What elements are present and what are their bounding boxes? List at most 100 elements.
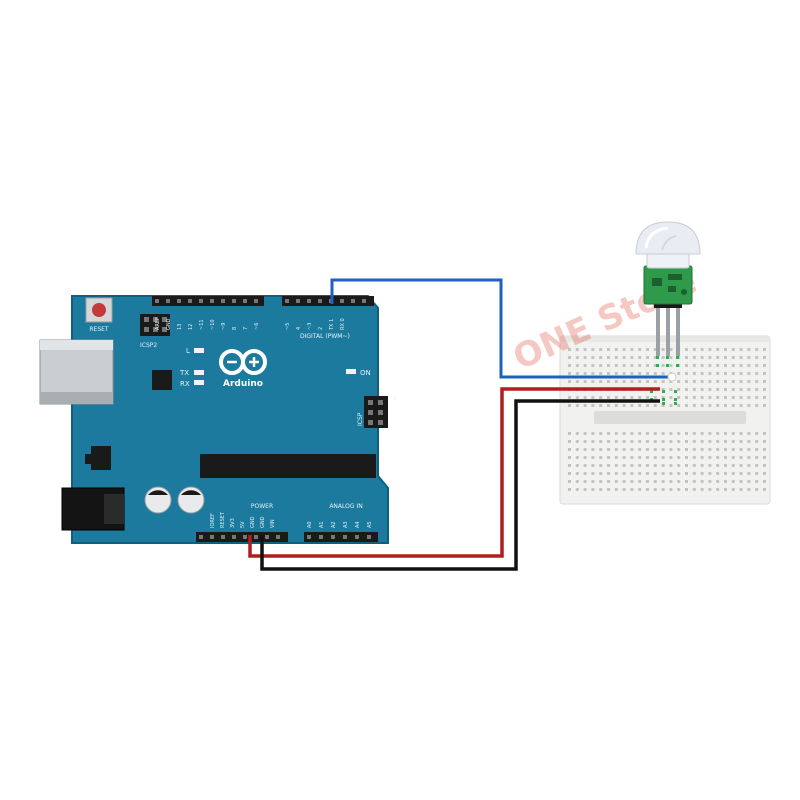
breadboard-hole [646,396,649,399]
led-l-label: L [186,347,190,355]
breadboard-hole [724,388,727,391]
breadboard-hole [630,404,634,407]
breadboard-hole [685,372,688,375]
breadboard-hole [739,488,743,491]
breadboard-hole [646,448,649,451]
breadboard-hole [591,464,595,467]
breadboard-hole [622,404,626,407]
on-label: ON [360,369,371,377]
breadboard-hole [661,472,665,475]
breadboard-hole [638,440,642,443]
breadboard-hole [669,464,673,467]
breadboard-hole [669,356,673,359]
header-pin [188,299,192,303]
sensor-pin-out [666,304,670,356]
breadboard-hole [763,456,766,459]
breadboard-hole [739,440,743,443]
usb-port-icon [39,339,114,405]
breadboard-hole [583,464,587,467]
breadboard-hole [599,372,603,375]
analog-label: ANALOG IN [329,503,362,510]
breadboard-hole [724,480,727,483]
breadboard-hole [583,356,587,359]
breadboard-hole [591,440,595,443]
header-pin [243,535,247,539]
breadboard-hole [614,472,618,475]
led-rx-label: RX [180,380,190,388]
breadboard-hole [661,488,665,491]
breadboard-hole [731,364,735,367]
breadboard-hole [568,464,571,467]
breadboard-hole [724,448,727,451]
breadboard-hole [731,388,735,391]
breadboard-hole [568,448,571,451]
breadboard-hole [591,396,595,399]
breadboard-hole [575,380,579,383]
breadboard-hole [575,432,579,435]
breadboard-hole [638,448,642,451]
header-pin [319,535,323,539]
breadboard-hole [646,380,649,383]
breadboard-hole [575,440,579,443]
breadboard-hole [653,464,657,467]
microcontroller-chip [200,454,376,478]
breadboard-hole [708,440,712,443]
breadboard-hole [599,456,603,459]
breadboard-hole [755,472,759,475]
breadboard-hole [614,356,618,359]
breadboard-hole [653,372,657,375]
power-pin-label: 3V3 [230,518,236,528]
breadboard-hole [607,456,610,459]
breadboard-hole [669,432,673,435]
breadboard-hole [716,348,720,351]
breadboard-hole [591,348,595,351]
digital-pin-label: ~6 [254,323,260,330]
breadboard-hole [731,448,735,451]
breadboard-hole [614,404,618,407]
breadboard-hole [700,388,704,391]
breadboard-hole [614,464,618,467]
breadboard-hole [583,404,587,407]
breadboard-hole [755,456,759,459]
breadboard-hole [692,348,696,351]
breadboard-hole [747,380,751,383]
breadboard-hole [747,372,751,375]
icsp-header [364,396,388,428]
breadboard-hole [646,348,649,351]
breadboard-hole [599,432,603,435]
digital-pin-label: GND [166,318,172,330]
breadboard-hole [724,432,727,435]
breadboard-hole [692,372,696,375]
breadboard-holes [568,348,766,491]
breadboard-hole [731,356,735,359]
breadboard-hole [622,372,626,375]
breadboard-hole [755,364,759,367]
breadboard-hole [638,356,642,359]
breadboard-hole [700,432,704,435]
breadboard-hole [685,364,688,367]
breadboard-hole [638,380,642,383]
breadboard-hole [677,372,681,375]
breadboard-hole [622,480,626,483]
breadboard-hole [591,448,595,451]
power-pin-label: GND [260,516,266,528]
breadboard-hole [661,396,665,399]
breadboard-hole [661,404,665,407]
signal-wire [330,278,672,379]
header-pin [351,299,355,303]
digital-pin-label: ~11 [199,319,205,330]
breadboard-hole [614,488,618,491]
signal-wire-end [667,372,677,382]
power-pin-label: RESET [220,511,226,528]
breadboard-hole [755,440,759,443]
breadboard-hole [638,464,642,467]
breadboard-hole [685,480,688,483]
breadboard-hole [669,448,673,451]
breadboard-hole [685,388,688,391]
breadboard-hole [724,404,727,407]
arduino-logo-text: Arduino [223,379,263,389]
breadboard-hole [614,432,618,435]
breadboard-hole [708,488,712,491]
